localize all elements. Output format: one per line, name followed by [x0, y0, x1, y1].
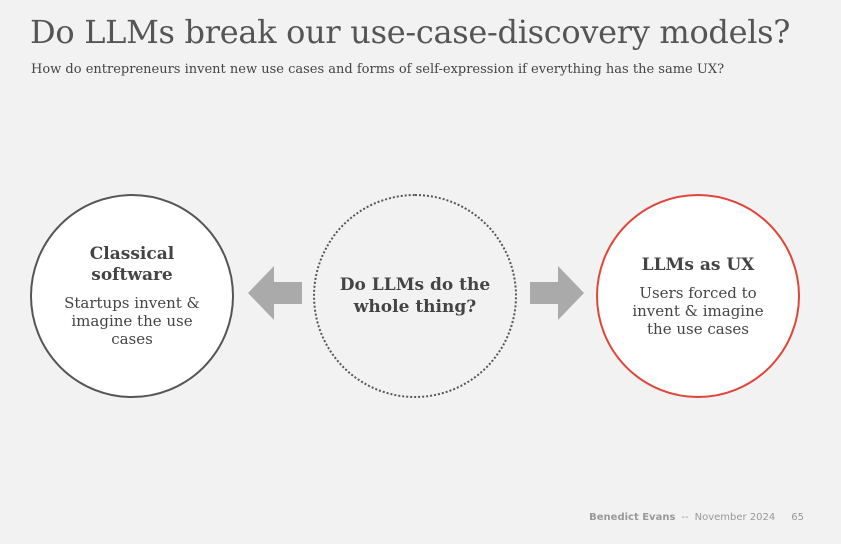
llms-as-ux-heading: LLMs as UX	[641, 254, 755, 275]
arrow-right-icon	[530, 266, 584, 320]
slide-subtitle: How do entrepreneurs invent new use case…	[31, 62, 725, 77]
footer-date: November 2024	[694, 512, 776, 523]
classical-software-circle: Classical software Startups invent & ima…	[30, 194, 234, 398]
footer-separator: --	[681, 512, 689, 523]
slide-title: Do LLMs break our use-case-discovery mod…	[30, 13, 791, 51]
footer-author: Benedict Evans	[589, 512, 676, 523]
llms-whole-thing-heading: Do LLMs do the whole thing?	[339, 275, 491, 317]
llms-whole-thing-circle: Do LLMs do the whole thing?	[313, 194, 517, 398]
classical-software-body: Startups invent & imagine the use cases	[64, 294, 200, 348]
footer-page-number: 65	[791, 512, 804, 523]
llms-as-ux-circle: LLMs as UX Users forced to invent & imag…	[596, 194, 800, 398]
arrow-left-icon	[248, 266, 302, 320]
classical-software-heading: Classical software	[89, 244, 175, 285]
llms-as-ux-body: Users forced to invent & imagine the use…	[632, 283, 764, 338]
slide-footer: Benedict Evans -- November 2024 65	[589, 511, 804, 525]
